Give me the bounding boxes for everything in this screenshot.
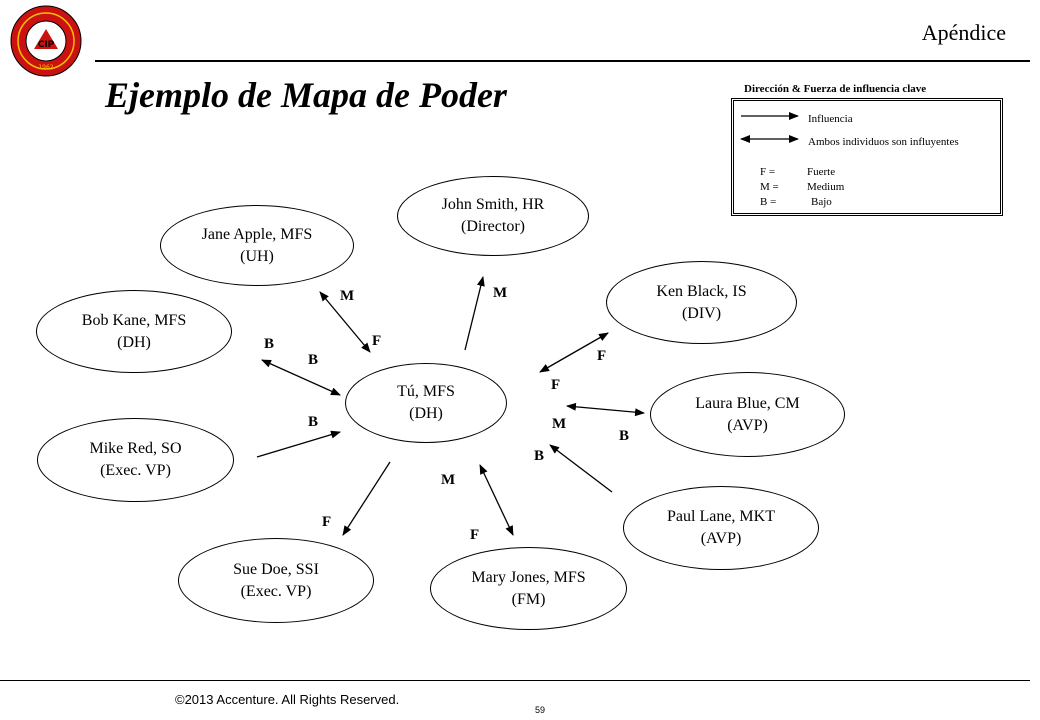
label-mary-m: M <box>441 472 456 488</box>
node-mary-role: (FM) <box>511 590 546 608</box>
node-tu: Tú, MFS (DH) <box>345 363 507 443</box>
node-laura: Laura Blue, CM (AVP) <box>650 372 845 457</box>
node-jane-role: (UH) <box>240 247 274 265</box>
footer-divider <box>0 680 1030 681</box>
legend-key-m: M = <box>760 181 779 193</box>
node-sue: Sue Doe, SSI (Exec. VP) <box>178 538 374 623</box>
label-mary-f: F <box>470 527 480 543</box>
label-mike-b: B <box>308 414 319 430</box>
node-mike-name: Mike Red, SO <box>89 440 182 457</box>
node-john: John Smith, HR (Director) <box>397 176 589 256</box>
legend-influence-label: Influencia <box>808 113 853 125</box>
arrow-ken-tu <box>539 332 609 373</box>
node-bob-name: Bob Kane, MFS <box>81 311 187 329</box>
cip-logo: CIP 1962 <box>10 5 82 77</box>
node-bob: Bob Kane, MFS (DH) <box>36 290 232 373</box>
node-ken-name: Ken Black, IS <box>656 282 747 300</box>
label-ken-f2: F <box>551 377 561 393</box>
header-divider <box>95 60 1030 62</box>
label-jane-m: M <box>340 288 355 304</box>
node-mike: Mike Red, SO (Exec. VP) <box>37 418 234 502</box>
logo-monogram: CIP <box>38 40 55 50</box>
node-john-role: (Director) <box>461 218 525 235</box>
logo-year: 1962 <box>38 64 53 71</box>
node-tu-name: Tú, MFS <box>397 383 455 400</box>
arrow-tu-mary <box>479 464 514 536</box>
legend-both-label: Ambos individuos son influyentes <box>808 136 959 148</box>
node-mary-name: Mary Jones, MFS <box>471 568 586 586</box>
legend-key-b: B = <box>760 196 777 208</box>
node-paul-role: (AVP) <box>700 530 742 547</box>
label-laura-b: B <box>619 428 630 444</box>
node-jane: Jane Apple, MFS (UH) <box>160 205 354 286</box>
arrow-tu-sue <box>342 461 391 536</box>
arrow-mike-tu <box>256 430 341 458</box>
node-paul: Paul Lane, MKT (AVP) <box>623 486 819 570</box>
node-sue-role: (Exec. VP) <box>240 582 312 600</box>
legend-title: Dirección & Fuerza de influencia clave <box>744 83 927 95</box>
section-label: Apéndice <box>921 20 1006 45</box>
page-title: Ejemplo de Mapa de Poder <box>105 75 507 115</box>
label-ken-f1: F <box>597 348 607 364</box>
node-laura-role: (AVP) <box>727 416 768 434</box>
legend-val-b: Bajo <box>811 196 832 208</box>
label-sue-f: F <box>322 514 332 530</box>
legend-key-f: F = <box>760 166 776 178</box>
node-sue-name: Sue Doe, SSI <box>233 560 319 578</box>
arrow-tu-laura <box>566 402 645 417</box>
node-jane-name: Jane Apple, MFS <box>201 225 313 243</box>
node-paul-name: Paul Lane, MKT <box>667 508 775 525</box>
legend-val-m: Medium <box>807 181 845 193</box>
label-jane-f: F <box>372 333 382 349</box>
node-ken: Ken Black, IS (DIV) <box>606 261 797 344</box>
arrow-jane-tu <box>319 291 371 353</box>
arrow-bob-tu <box>261 359 341 396</box>
node-mary: Mary Jones, MFS (FM) <box>430 547 627 630</box>
node-laura-name: Laura Blue, CM <box>695 394 800 412</box>
arrow-paul-tu <box>549 444 613 493</box>
label-bob-b1: B <box>264 336 275 352</box>
page-number: 59 <box>534 705 545 715</box>
label-bob-b2: B <box>308 352 319 368</box>
label-paul-b: B <box>534 448 545 464</box>
label-laura-m: M <box>552 416 567 432</box>
node-john-name: John Smith, HR <box>441 196 545 213</box>
node-tu-role: (DH) <box>409 405 443 422</box>
legend-box <box>731 98 1003 216</box>
node-mike-role: (Exec. VP) <box>100 462 171 479</box>
legend-val-f: Fuerte <box>807 166 836 178</box>
node-ken-role: (DIV) <box>681 304 722 322</box>
arrow-tu-john <box>464 276 485 351</box>
copyright-text: ©2013 Accenture. All Rights Reserved. <box>175 692 400 707</box>
node-bob-role: (DH) <box>117 333 151 351</box>
label-john-m: M <box>493 285 508 301</box>
